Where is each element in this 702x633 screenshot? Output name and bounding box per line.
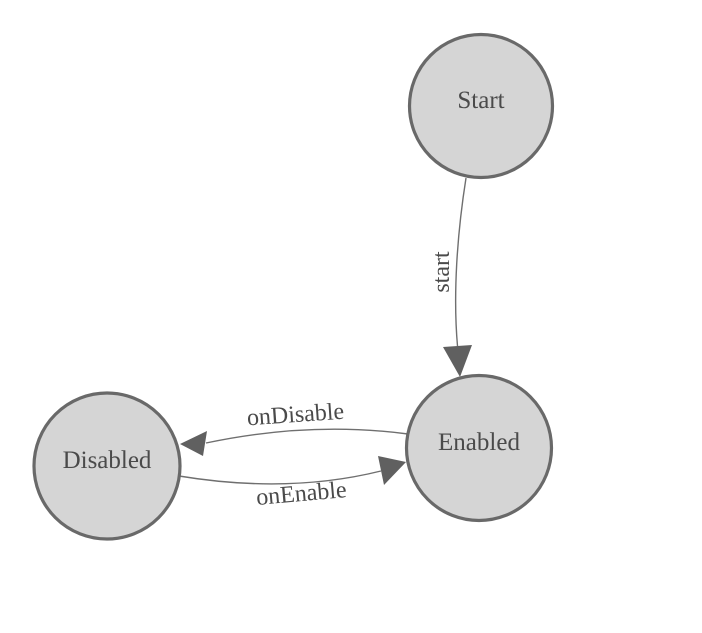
arrowhead-start-to-enabled: [443, 345, 472, 377]
edge-disabled-to-enabled: onEnable: [178, 456, 406, 511]
state-node-enabled: Enabled: [404, 373, 554, 523]
edge-line-start-to-enabled: [454, 177, 467, 347]
edge-line-enabled-to-disabled: [205, 428, 409, 444]
state-node-start: Start: [407, 32, 555, 180]
state-circle-disabled: [32, 391, 182, 541]
edge-label-ondisable: onDisable: [246, 399, 345, 432]
state-node-disabled: Disabled: [32, 391, 182, 541]
edge-start-to-enabled: start: [429, 177, 472, 377]
arrowhead-enabled-to-disabled: [180, 431, 207, 456]
edge-label-start: start: [429, 251, 455, 293]
state-label-disabled: Disabled: [63, 447, 152, 474]
edge-label-onenable: onEnable: [255, 477, 348, 511]
state-circle-start: [407, 32, 555, 180]
state-label-enabled: Enabled: [438, 429, 520, 456]
edge-line-disabled-to-enabled: [178, 470, 382, 485]
edge-enabled-to-disabled: onDisable: [180, 399, 409, 456]
state-label-start: Start: [457, 87, 504, 114]
arrowhead-disabled-to-enabled: [378, 456, 406, 485]
state-circle-enabled: [404, 373, 554, 523]
